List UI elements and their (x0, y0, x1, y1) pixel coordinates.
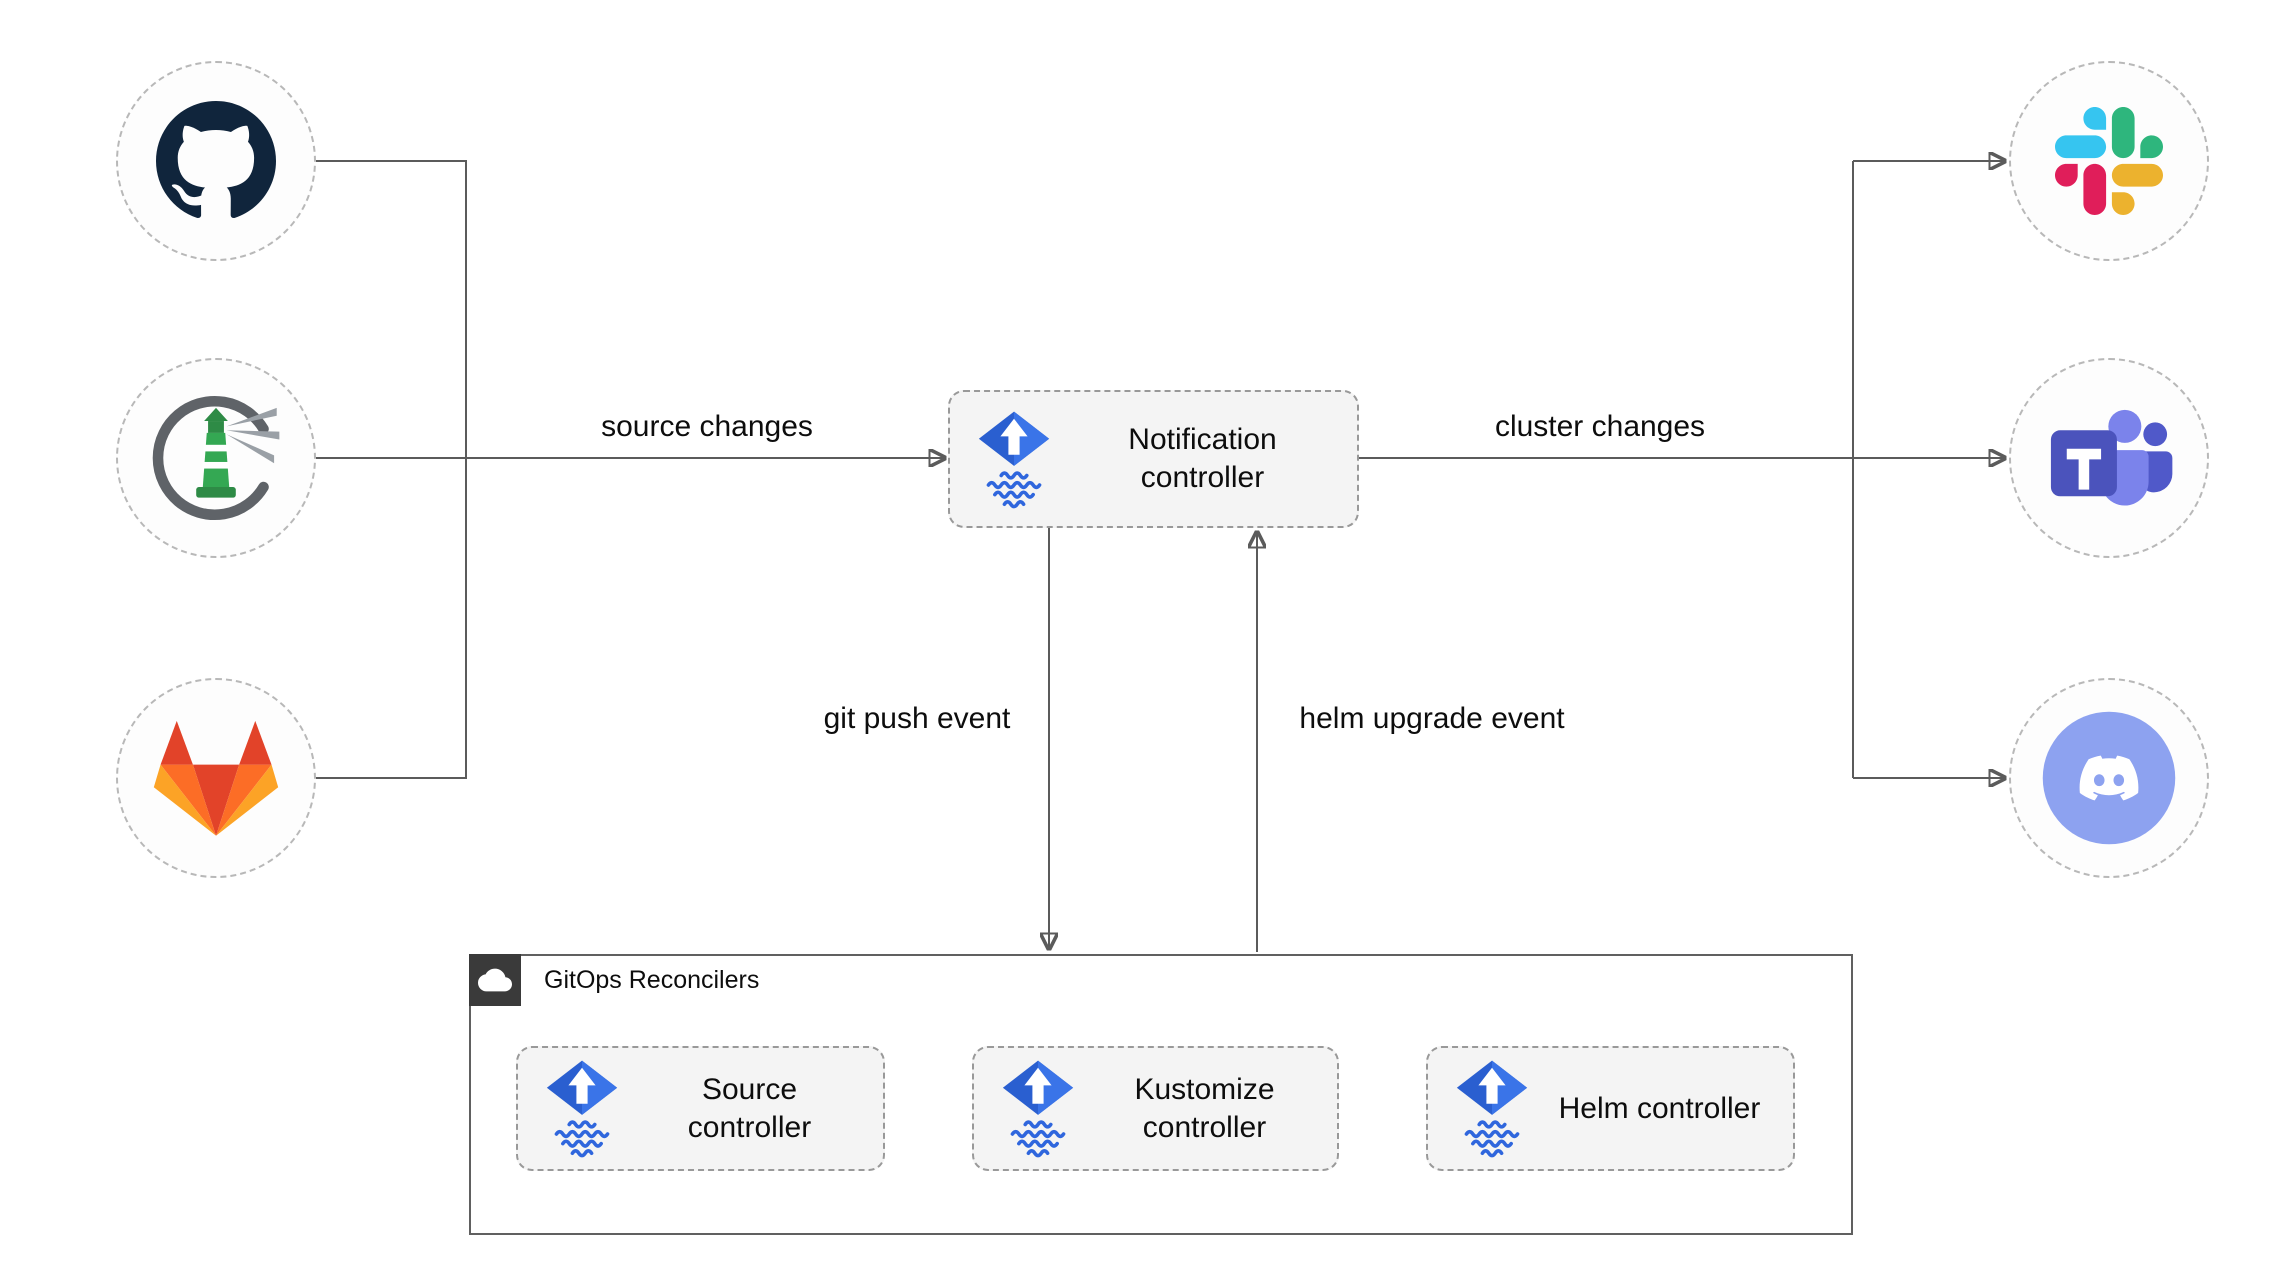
edge-label-helm-upgrade-event: helm upgrade event (1299, 702, 1565, 735)
helm-controller-label: Helm controller (1558, 1091, 1761, 1125)
discord-icon (2040, 709, 2178, 847)
notification-controller-box: Notification controller (948, 390, 1359, 528)
gitlab-icon (153, 720, 279, 836)
node-harbor (116, 358, 316, 558)
kustomize-controller-label: Kustomize controller (1134, 1072, 1275, 1144)
harbor-icon (150, 392, 282, 524)
notification-controller-label: Notification controller (1128, 423, 1277, 494)
flux-icon (974, 410, 1054, 509)
helm-controller-box: Helm controller (1426, 1046, 1795, 1171)
edge-label-cluster-changes: cluster changes (1494, 410, 1706, 443)
gitops-reconcilers-label: GitOps Reconcilers (544, 966, 760, 994)
source-controller-box: Source controller (516, 1046, 885, 1171)
node-gitlab (116, 678, 316, 878)
node-discord (2009, 678, 2209, 878)
connector-github-gitlab-join (316, 160, 467, 779)
slack-icon (2055, 107, 2163, 215)
github-icon (156, 101, 276, 221)
source-controller-label: Source controller (687, 1072, 812, 1144)
node-ms-teams (2009, 358, 2209, 558)
flux-icon (1452, 1059, 1532, 1158)
cloud-icon (478, 963, 512, 997)
edge-label-git-push-event: git push event (823, 702, 1011, 735)
edge-label-source-changes: source changes (601, 410, 813, 443)
node-slack (2009, 61, 2209, 261)
flux-icon (542, 1059, 622, 1158)
teams-icon (2043, 392, 2175, 524)
node-github (116, 61, 316, 261)
kustomize-controller-box: Kustomize controller (972, 1046, 1339, 1171)
cloud-badge (469, 954, 521, 1006)
flux-icon (998, 1059, 1078, 1158)
